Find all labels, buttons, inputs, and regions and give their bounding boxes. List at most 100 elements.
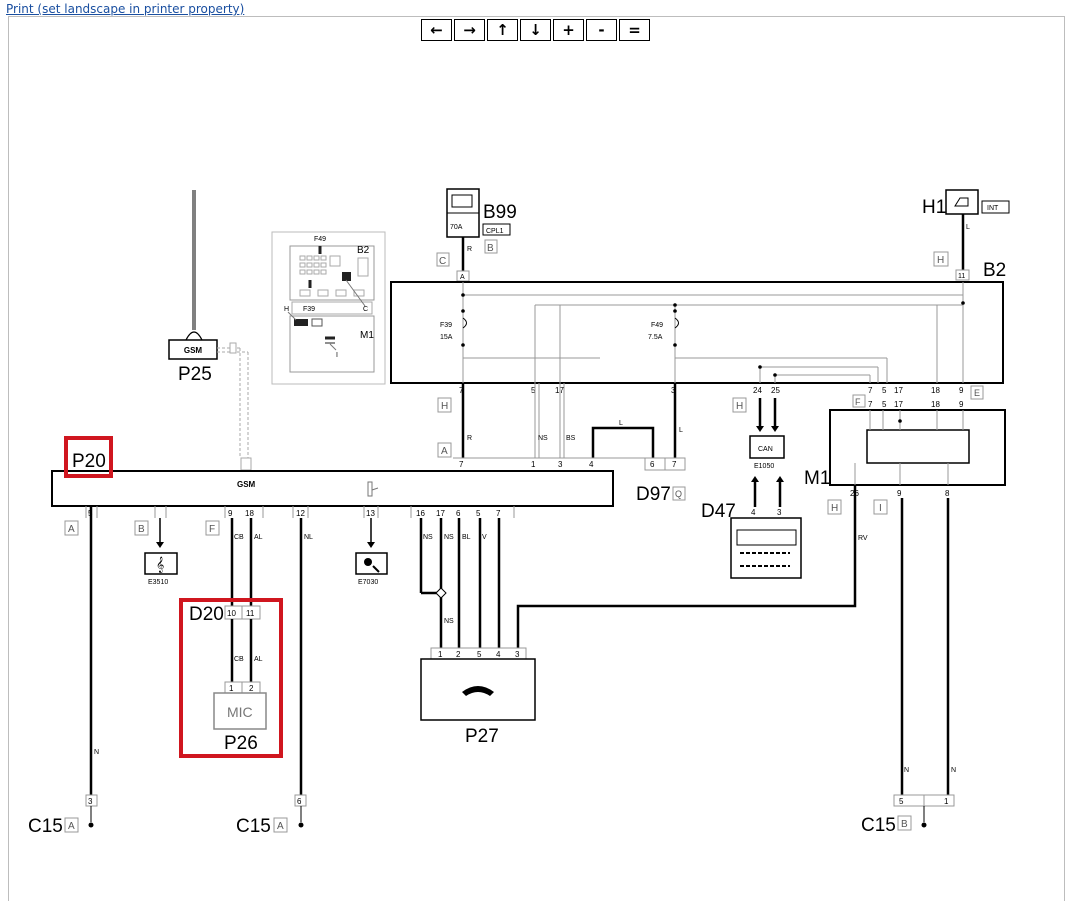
svg-text:5: 5: [899, 797, 904, 806]
svg-text:4: 4: [751, 508, 756, 517]
svg-text:1: 1: [944, 797, 949, 806]
p27-wires: NS NS BL V NS 1 2 5 4 3 P27: [419, 518, 536, 747]
zoom-reset-button[interactable]: =: [619, 19, 650, 41]
svg-text:E1050: E1050: [754, 463, 774, 470]
svg-text:H: H: [441, 401, 448, 412]
svg-text:F39: F39: [440, 322, 452, 329]
svg-text:7: 7: [672, 460, 677, 469]
svg-text:E7030: E7030: [358, 579, 378, 586]
svg-text:BS: BS: [566, 435, 576, 442]
svg-text:A: A: [441, 446, 448, 457]
svg-text:16: 16: [416, 509, 425, 518]
print-link[interactable]: Print (set landscape in printer property…: [6, 2, 245, 16]
svg-text:Q: Q: [675, 489, 682, 499]
p20-ground-a: N 3 C15 A: [28, 506, 99, 837]
svg-text:R: R: [467, 246, 472, 253]
svg-text:7.5A: 7.5A: [648, 334, 663, 341]
svg-text:B: B: [901, 819, 908, 830]
svg-text:24: 24: [753, 386, 762, 395]
svg-text:P26: P26: [224, 733, 258, 754]
pan-right-button[interactable]: →: [454, 19, 485, 41]
svg-text:C: C: [439, 256, 446, 267]
svg-text:CB: CB: [234, 656, 244, 663]
svg-text:5: 5: [882, 400, 887, 409]
fusebox-inset: F49 B2 F39 M1 H C I: [271, 231, 386, 385]
zoom-in-button[interactable]: +: [553, 19, 584, 41]
svg-text:4: 4: [496, 650, 501, 659]
svg-text:CB: CB: [234, 534, 244, 541]
svg-text:D20: D20: [189, 604, 224, 625]
svg-text:17: 17: [894, 386, 903, 395]
svg-text:BL: BL: [462, 534, 471, 541]
svg-text:N: N: [904, 767, 909, 774]
svg-text:2: 2: [249, 684, 254, 693]
svg-text:6: 6: [456, 509, 461, 518]
svg-text:4: 4: [589, 460, 594, 469]
svg-text:GSM: GSM: [237, 480, 256, 489]
svg-text:A: A: [68, 821, 75, 832]
svg-text:7: 7: [496, 509, 501, 518]
gsm-box-label: GSM: [184, 346, 203, 355]
e3510-component: 𝄞 E3510: [144, 518, 178, 586]
svg-text:3: 3: [515, 650, 520, 659]
svg-text:E: E: [974, 388, 980, 398]
svg-text:25: 25: [771, 386, 780, 395]
svg-text:AL: AL: [254, 534, 263, 541]
svg-text:F: F: [209, 524, 215, 535]
svg-text:13: 13: [366, 509, 375, 518]
svg-text:P20: P20: [72, 451, 106, 472]
svg-text:A: A: [460, 274, 465, 281]
svg-text:18: 18: [931, 400, 940, 409]
svg-text:18: 18: [245, 509, 254, 518]
svg-text:L: L: [619, 420, 623, 427]
svg-text:17: 17: [894, 400, 903, 409]
svg-text:E3510: E3510: [148, 579, 168, 586]
svg-text:F49: F49: [314, 236, 326, 243]
svg-text:B2: B2: [357, 245, 370, 256]
svg-text:5: 5: [476, 509, 481, 518]
svg-text:NS: NS: [444, 618, 454, 625]
svg-text:5: 5: [882, 386, 887, 395]
svg-text:AL: AL: [254, 656, 263, 663]
svg-text:NS: NS: [444, 534, 454, 541]
pan-up-button[interactable]: ↑: [487, 19, 518, 41]
svg-text:3: 3: [88, 797, 93, 806]
svg-text:7: 7: [868, 386, 873, 395]
svg-text:11: 11: [246, 609, 255, 618]
svg-text:MIC: MIC: [227, 704, 253, 720]
b2-module: F39 15A F49 7.5A 7 5 17 3 24 25 7 5 17 1…: [390, 281, 1004, 400]
zoom-out-button[interactable]: -: [586, 19, 617, 41]
svg-text:H: H: [284, 306, 289, 313]
rv-wire: [516, 485, 857, 648]
pan-down-button[interactable]: ↓: [520, 19, 551, 41]
svg-text:P27: P27: [465, 726, 499, 747]
svg-text:I: I: [879, 503, 882, 514]
svg-text:INT: INT: [987, 205, 999, 212]
svg-text:C: C: [363, 306, 368, 313]
svg-text:5: 5: [477, 650, 482, 659]
p25-label: P25: [178, 364, 212, 385]
pan-left-button[interactable]: ←: [421, 19, 452, 41]
svg-text:5: 5: [531, 386, 536, 395]
d47-component: H CAN E1050 4 3 D47: [701, 397, 802, 579]
svg-text:A: A: [68, 524, 75, 535]
svg-text:1: 1: [229, 684, 234, 693]
svg-text:18: 18: [931, 386, 940, 395]
svg-text:9: 9: [228, 509, 233, 518]
svg-text:F49: F49: [651, 322, 663, 329]
svg-text:C15: C15: [28, 816, 63, 837]
svg-text:7: 7: [459, 386, 464, 395]
svg-text:NL: NL: [304, 534, 313, 541]
p20-ground-nl: NL 6 C15 A: [236, 518, 313, 837]
svg-text:CPL1: CPL1: [486, 228, 504, 235]
svg-text:9: 9: [897, 489, 902, 498]
svg-text:17: 17: [436, 509, 445, 518]
svg-text:NS: NS: [423, 534, 433, 541]
svg-text:RV: RV: [858, 535, 868, 542]
svg-text:3: 3: [671, 386, 676, 395]
svg-text:C15: C15: [236, 816, 271, 837]
gsm-antenna: [185, 190, 203, 341]
svg-text:I: I: [336, 352, 338, 359]
gsm-module-box: [168, 339, 218, 360]
p20-highlight: [64, 436, 113, 478]
